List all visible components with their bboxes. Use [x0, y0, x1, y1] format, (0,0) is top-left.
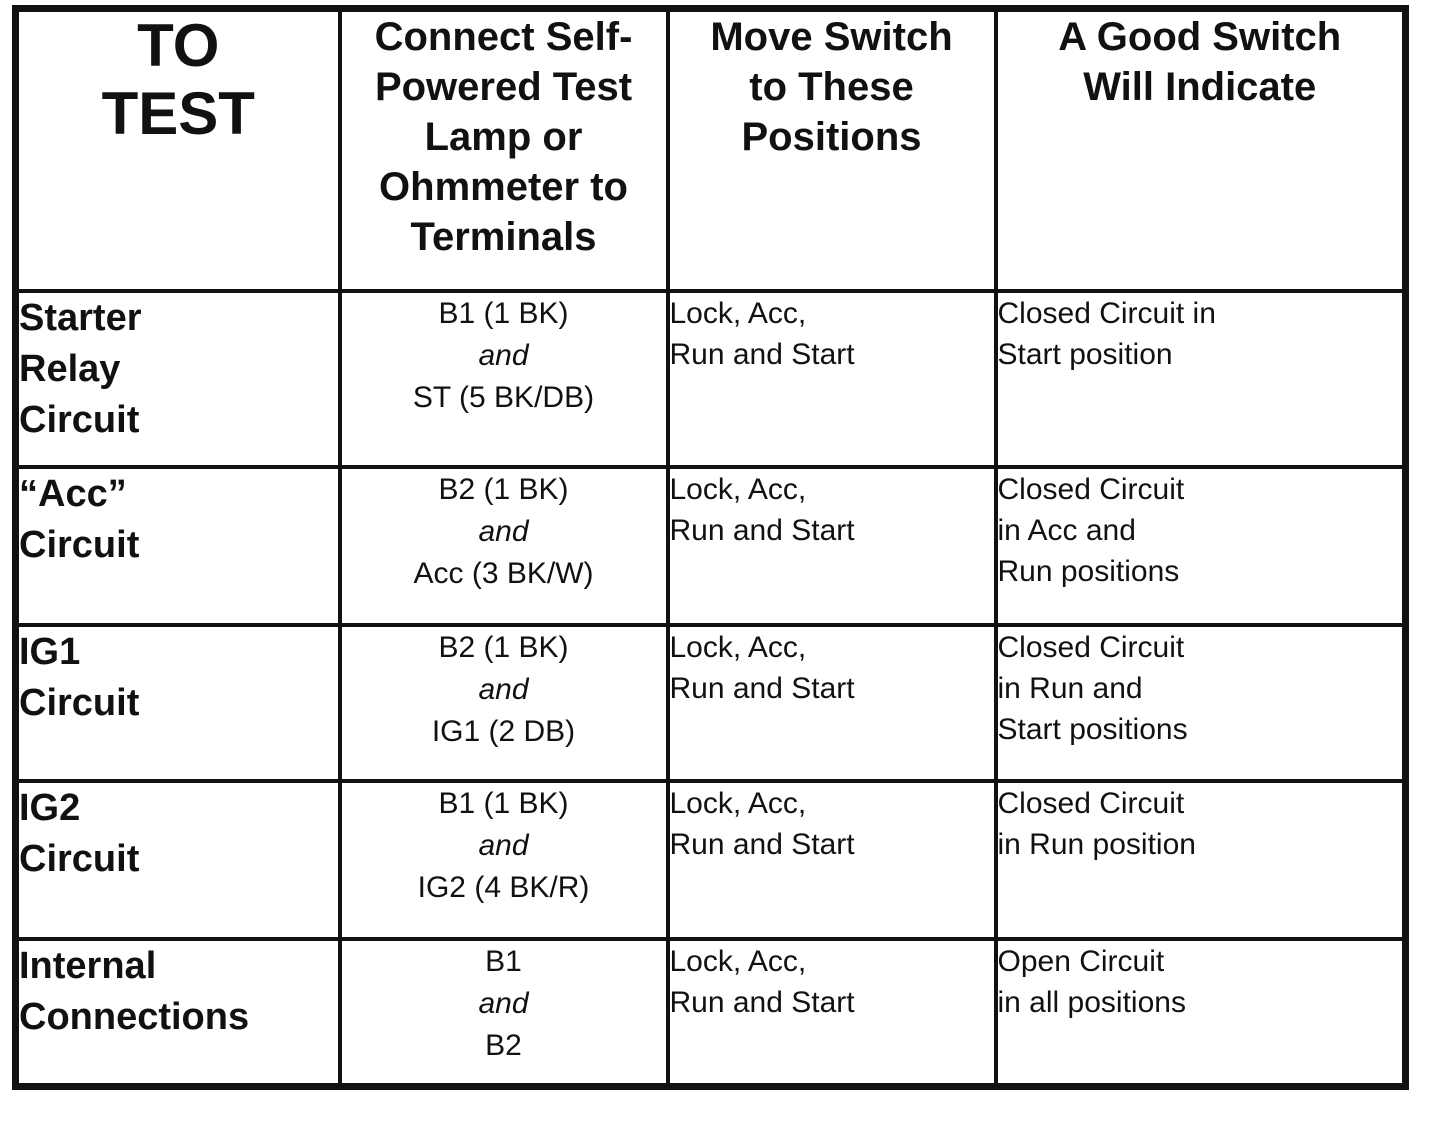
terminals-cell: B1 and B2	[337, 936, 670, 1089]
table-row: IG1 Circuit B2 (1 BK) and IG1 (2 DB) Loc…	[13, 622, 1408, 783]
positions-line: Lock, Acc,	[669, 944, 807, 978]
terminal-connector: and	[478, 672, 529, 706]
positions-line: Run and Start	[669, 513, 855, 547]
indication-cell: Closed Circuit in Run and Start position…	[993, 622, 1408, 783]
terminal-b: B2	[485, 1028, 522, 1062]
indication-cell: Open Circuit in all positions	[993, 936, 1408, 1089]
test-name-line: IG2	[19, 786, 81, 829]
header-to-test: TO TEST	[13, 6, 342, 293]
test-name-line: Circuit	[19, 398, 140, 441]
indication-line: in Run position	[997, 827, 1196, 861]
positions-line: Lock, Acc,	[669, 786, 807, 820]
test-name-line: Circuit	[19, 681, 140, 724]
positions-line: Lock, Acc,	[669, 472, 807, 506]
test-name-line: Internal	[19, 944, 157, 987]
terminal-connector: and	[478, 828, 529, 862]
header-terminals-line: Terminals	[410, 215, 597, 259]
positions-line: Run and Start	[669, 827, 855, 861]
indication-line: Closed Circuit	[997, 786, 1185, 820]
indication-line: Closed Circuit	[997, 472, 1185, 506]
test-name-cell: IG1 Circuit	[13, 622, 342, 783]
positions-cell: Lock, Acc, Run and Start	[665, 622, 998, 783]
table-row: “Acc” Circuit B2 (1 BK) and Acc (3 BK/W)…	[13, 464, 1408, 627]
indication-line: Closed Circuit	[997, 630, 1185, 664]
indication-line: in all positions	[997, 985, 1186, 1019]
header-connect-terminals: Connect Self- Powered Test Lamp or Ohmme…	[337, 6, 670, 293]
header-good-switch: A Good Switch Will Indicate	[993, 6, 1408, 293]
table-header-row: TO TEST Connect Self- Powered Test Lamp …	[13, 6, 1408, 293]
positions-cell: Lock, Acc, Run and Start	[665, 464, 998, 627]
header-positions-line: to These	[749, 65, 914, 109]
indication-line: Run positions	[997, 554, 1180, 588]
indication-line: Start position	[997, 337, 1173, 371]
test-name-cell: “Acc” Circuit	[13, 464, 342, 627]
header-terminals-line: Ohmmeter to	[379, 165, 628, 209]
header-to-test-line: TEST	[101, 80, 255, 147]
header-terminals-line: Connect Self-	[374, 15, 633, 59]
table-row: IG2 Circuit B1 (1 BK) and IG2 (4 BK/R) L…	[13, 778, 1408, 941]
header-terminals-line: Lamp or	[424, 115, 583, 159]
terminals-cell: B2 (1 BK) and IG1 (2 DB)	[337, 622, 670, 783]
positions-line: Lock, Acc,	[669, 296, 807, 330]
test-name-line: Relay	[19, 347, 121, 390]
terminal-a: B1	[485, 944, 522, 978]
positions-line: Run and Start	[669, 671, 855, 705]
terminal-connector: and	[478, 338, 529, 372]
test-name-cell: IG2 Circuit	[13, 778, 342, 941]
test-name-cell: Starter Relay Circuit	[13, 288, 342, 469]
terminal-a: B2 (1 BK)	[438, 630, 569, 664]
header-positions-line: Move Switch	[710, 15, 953, 59]
indication-line: in Run and	[997, 671, 1143, 705]
terminal-b: IG2 (4 BK/R)	[417, 870, 590, 904]
indication-line: in Acc and	[997, 513, 1136, 547]
terminals-cell: B1 (1 BK) and IG2 (4 BK/R)	[337, 778, 670, 941]
terminals-cell: B1 (1 BK) and ST (5 BK/DB)	[337, 288, 670, 469]
positions-line: Run and Start	[669, 337, 855, 371]
header-terminals-line: Powered Test	[374, 65, 633, 109]
terminal-b: ST (5 BK/DB)	[412, 380, 595, 414]
terminal-b: Acc (3 BK/W)	[413, 556, 594, 590]
indication-cell: Closed Circuit in Acc and Run positions	[993, 464, 1408, 627]
test-name-line: Connections	[19, 995, 250, 1038]
table-row: Internal Connections B1 and B2 Lock, Acc…	[13, 936, 1408, 1089]
terminal-a: B1 (1 BK)	[438, 786, 569, 820]
positions-cell: Lock, Acc, Run and Start	[665, 936, 998, 1089]
indication-cell: Closed Circuit in Run position	[993, 778, 1408, 941]
terminal-a: B1 (1 BK)	[438, 296, 569, 330]
test-name-line: “Acc”	[19, 472, 127, 515]
test-name-line: Circuit	[19, 523, 140, 566]
indication-cell: Closed Circuit in Start position	[993, 288, 1408, 469]
positions-cell: Lock, Acc, Run and Start	[665, 778, 998, 941]
indication-line: Open Circuit	[997, 944, 1165, 978]
indication-line: Closed Circuit in	[997, 296, 1216, 330]
terminal-connector: and	[478, 514, 529, 548]
header-positions-line: Positions	[741, 115, 922, 159]
positions-cell: Lock, Acc, Run and Start	[665, 288, 998, 469]
table-row: Starter Relay Circuit B1 (1 BK) and ST (…	[13, 288, 1408, 469]
test-name-cell: Internal Connections	[13, 936, 342, 1089]
test-name-line: Circuit	[19, 837, 140, 880]
test-name-line: Starter	[19, 296, 142, 339]
indication-line: Start positions	[997, 712, 1188, 746]
test-name-line: IG1	[19, 630, 81, 673]
terminal-connector: and	[478, 986, 529, 1020]
header-indicate-line: A Good Switch	[1058, 15, 1342, 59]
terminal-a: B2 (1 BK)	[438, 472, 569, 506]
header-move-switch: Move Switch to These Positions	[665, 6, 998, 293]
header-indicate-line: Will Indicate	[1083, 65, 1317, 109]
header-to-test-line: TO	[137, 12, 220, 80]
terminals-cell: B2 (1 BK) and Acc (3 BK/W)	[337, 464, 670, 627]
ignition-switch-test-table: TO TEST Connect Self- Powered Test Lamp …	[12, 5, 1409, 1090]
positions-line: Run and Start	[669, 985, 855, 1019]
positions-line: Lock, Acc,	[669, 630, 807, 664]
terminal-b: IG1 (2 DB)	[431, 714, 576, 748]
